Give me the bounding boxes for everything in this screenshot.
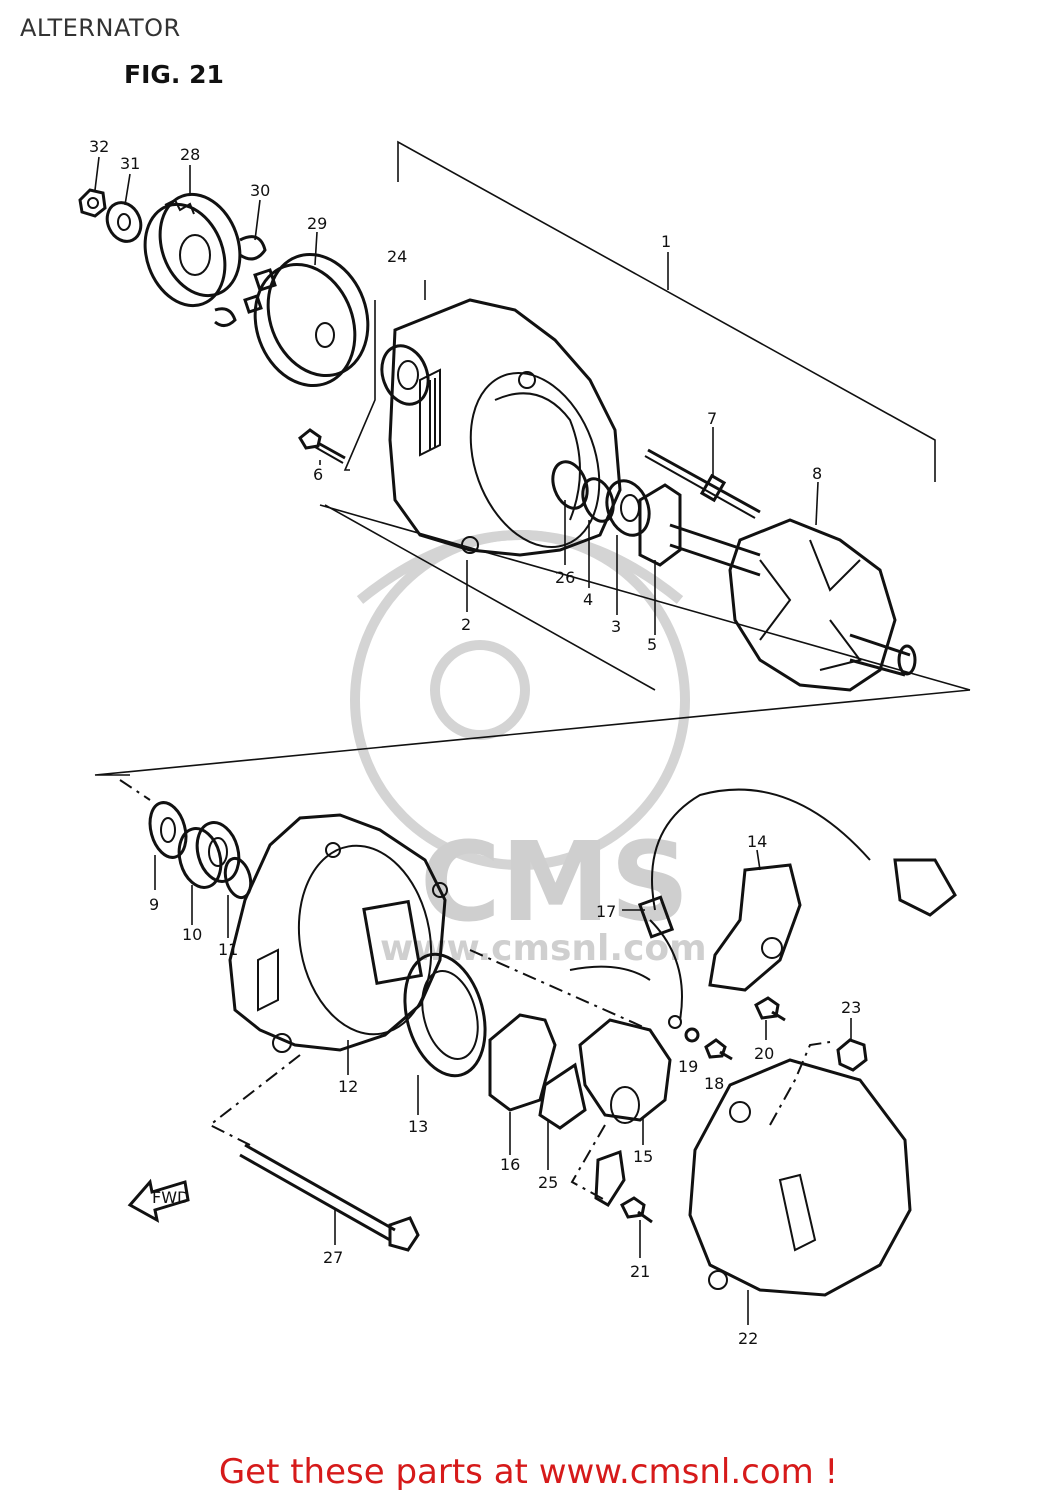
washer-31 bbox=[105, 201, 143, 243]
assembly-line-e bbox=[119, 779, 151, 801]
bracket-21 bbox=[594, 1149, 653, 1224]
assembly-line-c bbox=[570, 1124, 606, 1201]
assembly-line-d bbox=[769, 1041, 831, 1126]
part-label-13: 13 bbox=[408, 1117, 428, 1136]
fwd-label: FWD bbox=[152, 1188, 189, 1207]
screw-7 bbox=[644, 448, 761, 519]
footer-suffix: ! bbox=[813, 1452, 839, 1492]
watermark-logo: CMS bbox=[420, 818, 689, 946]
part-label-8: 8 bbox=[812, 464, 822, 483]
plate-5 bbox=[638, 483, 682, 567]
rotor-8 bbox=[669, 518, 917, 692]
part-label-30: 30 bbox=[250, 181, 270, 200]
part-label-25: 25 bbox=[538, 1173, 558, 1192]
footer-prefix: Get these parts at bbox=[218, 1452, 539, 1492]
part-label-16: 16 bbox=[500, 1155, 520, 1174]
part-label-27: 27 bbox=[323, 1248, 343, 1267]
figure-number: FIG. 21 bbox=[124, 60, 224, 89]
part-label-11: 11 bbox=[218, 940, 238, 959]
bearing-3 bbox=[605, 479, 651, 537]
part-label-24: 24 bbox=[387, 247, 407, 266]
part-label-28: 28 bbox=[180, 145, 200, 164]
clips-30 bbox=[214, 235, 277, 327]
fan-29 bbox=[253, 252, 370, 388]
bracket-front bbox=[324, 504, 656, 691]
through-bolt-27 bbox=[239, 1143, 420, 1252]
nut-32 bbox=[78, 188, 107, 218]
part-label-22: 22 bbox=[738, 1329, 758, 1348]
part-label-3: 3 bbox=[611, 617, 621, 636]
part-label-12: 12 bbox=[338, 1077, 358, 1096]
screw-18 bbox=[704, 1038, 733, 1061]
part-label-19: 19 bbox=[678, 1057, 698, 1076]
part-label-9: 9 bbox=[149, 895, 159, 914]
part-label-31: 31 bbox=[120, 154, 140, 173]
nut-23 bbox=[836, 1038, 868, 1072]
part-label-14: 14 bbox=[747, 832, 767, 851]
ring-26 bbox=[551, 460, 589, 510]
rectifier-14 bbox=[708, 863, 802, 992]
label-leaders bbox=[94, 156, 852, 1325]
brush-holder-16 bbox=[488, 1013, 557, 1112]
watermark: CMS www.cmsnl.com bbox=[350, 530, 707, 969]
part-label-7: 7 bbox=[707, 409, 717, 428]
rear-housing-12 bbox=[228, 813, 448, 1053]
part-label-17: 17 bbox=[596, 902, 616, 921]
page-title: ALTERNATOR bbox=[20, 14, 181, 42]
part-label-4: 4 bbox=[583, 590, 593, 609]
assembly-line-b bbox=[469, 949, 651, 1031]
section-line-upper bbox=[319, 504, 971, 691]
footer-promo: Get these parts at www.cmsnl.com ! bbox=[0, 1452, 1057, 1492]
fwd-arrow-icon: FWD bbox=[127, 1178, 190, 1223]
assembly-bracket bbox=[397, 140, 936, 482]
screw-20 bbox=[754, 996, 786, 1022]
part-label-15: 15 bbox=[633, 1147, 653, 1166]
section-line-lower bbox=[94, 689, 971, 776]
cover-25 bbox=[538, 1062, 587, 1130]
part-label-20: 20 bbox=[754, 1044, 774, 1063]
part-label-21: 21 bbox=[630, 1262, 650, 1281]
bolt-6 bbox=[298, 428, 346, 464]
part-label-10: 10 bbox=[182, 925, 202, 944]
part-label-2: 2 bbox=[461, 615, 471, 634]
spacer-4 bbox=[581, 477, 615, 523]
part-label-1: 1 bbox=[661, 232, 671, 251]
part-labels: 1 2 3 4 5 6 7 8 9 10 11 12 13 14 15 16 1… bbox=[89, 137, 861, 1348]
washer-19 bbox=[684, 1027, 700, 1043]
part-label-29: 29 bbox=[307, 214, 327, 233]
part-label-5: 5 bbox=[647, 635, 657, 654]
part-label-18: 18 bbox=[704, 1074, 724, 1093]
assembly-line-a bbox=[208, 1054, 301, 1146]
part-label-6: 6 bbox=[313, 465, 323, 484]
part-label-23: 23 bbox=[841, 998, 861, 1017]
wire-harness-17 bbox=[569, 788, 957, 1029]
footer-link[interactable]: www.cmsnl.com bbox=[538, 1452, 814, 1492]
insulator-13 bbox=[403, 952, 487, 1078]
part-label-26: 26 bbox=[555, 568, 575, 587]
part-label-32: 32 bbox=[89, 137, 109, 156]
front-housing-2 bbox=[388, 298, 622, 557]
rear-cover-22 bbox=[688, 1058, 912, 1297]
ring-11 bbox=[223, 856, 253, 900]
washer-9 bbox=[148, 801, 188, 859]
pulley-28 bbox=[143, 192, 242, 308]
regulator-15 bbox=[578, 1018, 672, 1124]
